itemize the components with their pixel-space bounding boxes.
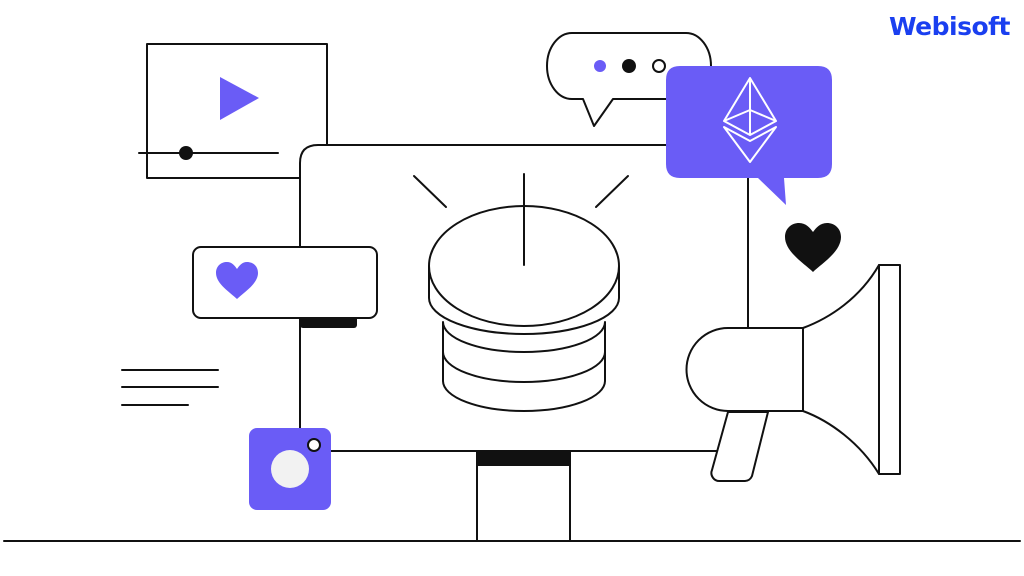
heart-icon <box>785 223 841 272</box>
megaphone-horn <box>802 264 880 475</box>
brand-logo: Webisoft <box>889 12 1011 41</box>
video-progress-knob <box>179 146 193 160</box>
typing-dots-icon <box>594 59 666 73</box>
megaphone-body <box>685 327 804 412</box>
heart-icon <box>216 262 258 299</box>
heart-reaction-card <box>192 246 378 328</box>
play-icon <box>220 77 259 120</box>
ethereum-icon <box>723 77 777 163</box>
megaphone-handle <box>710 411 769 482</box>
text-lines-decoration <box>121 369 219 406</box>
coin-stack-icon <box>428 173 620 412</box>
ethereum-bubble <box>666 66 832 205</box>
megaphone-rim <box>878 264 901 475</box>
shine-rays <box>413 175 629 208</box>
megaphone-icon <box>685 264 901 482</box>
video-player-icon <box>138 43 328 179</box>
monitor-stand <box>476 450 571 542</box>
camera-icon <box>249 428 331 510</box>
